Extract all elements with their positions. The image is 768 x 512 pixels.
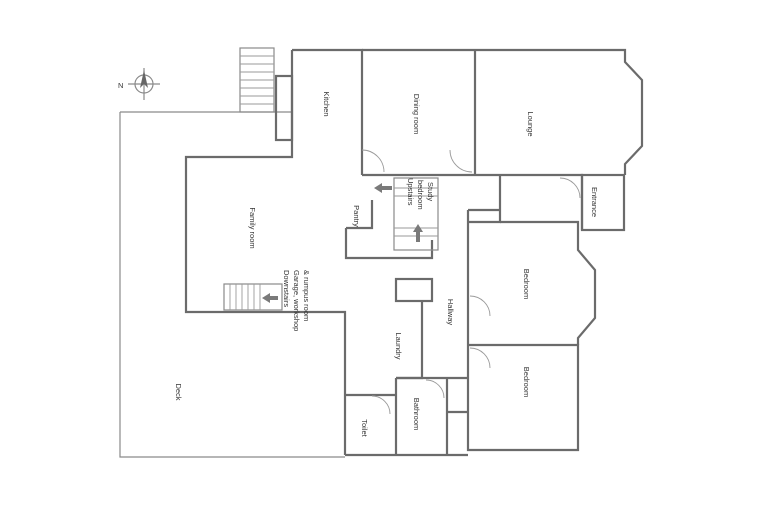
room-label-upstairs-3: Study <box>426 182 435 201</box>
room-label-entrance: Entrance <box>590 187 599 217</box>
room-label-kitchen: Kitchen <box>322 91 331 116</box>
room-label-laundry: Laundry <box>394 332 403 359</box>
door-swings <box>361 149 581 415</box>
room-label-downstairs-2: Garage, workshop <box>292 270 301 331</box>
room-label-pantry: Pantry <box>352 205 361 227</box>
upstairs-stairs <box>374 183 438 242</box>
room-label-hallway: Hallway <box>446 299 455 326</box>
downstairs-stairs <box>223 283 283 311</box>
room-label-upstairs-1: Upstairs <box>406 178 415 206</box>
room-label-dining: Dining room <box>412 94 421 134</box>
external-stairs <box>239 47 275 113</box>
compass-icon: N <box>118 68 160 100</box>
room-label-deck: Deck <box>174 383 183 400</box>
compass-north-label: N <box>118 81 123 90</box>
deck-outline <box>119 111 345 458</box>
exterior-walls <box>184 48 644 457</box>
room-label-bathroom: Bathroom <box>412 398 421 431</box>
room-label-bedroom-lower: Bedroom <box>522 367 531 397</box>
room-label-toilet: Toilet <box>360 419 369 437</box>
room-label-family: Family room <box>248 207 257 248</box>
room-label-lounge: Lounge <box>526 111 535 136</box>
room-label-downstairs-3: & rumpus room <box>302 270 311 321</box>
room-label-downstairs-1: Downstairs <box>282 270 291 307</box>
room-label-upstairs-2: bedroom <box>416 180 425 210</box>
room-label-bedroom-upper: Bedroom <box>522 269 531 299</box>
